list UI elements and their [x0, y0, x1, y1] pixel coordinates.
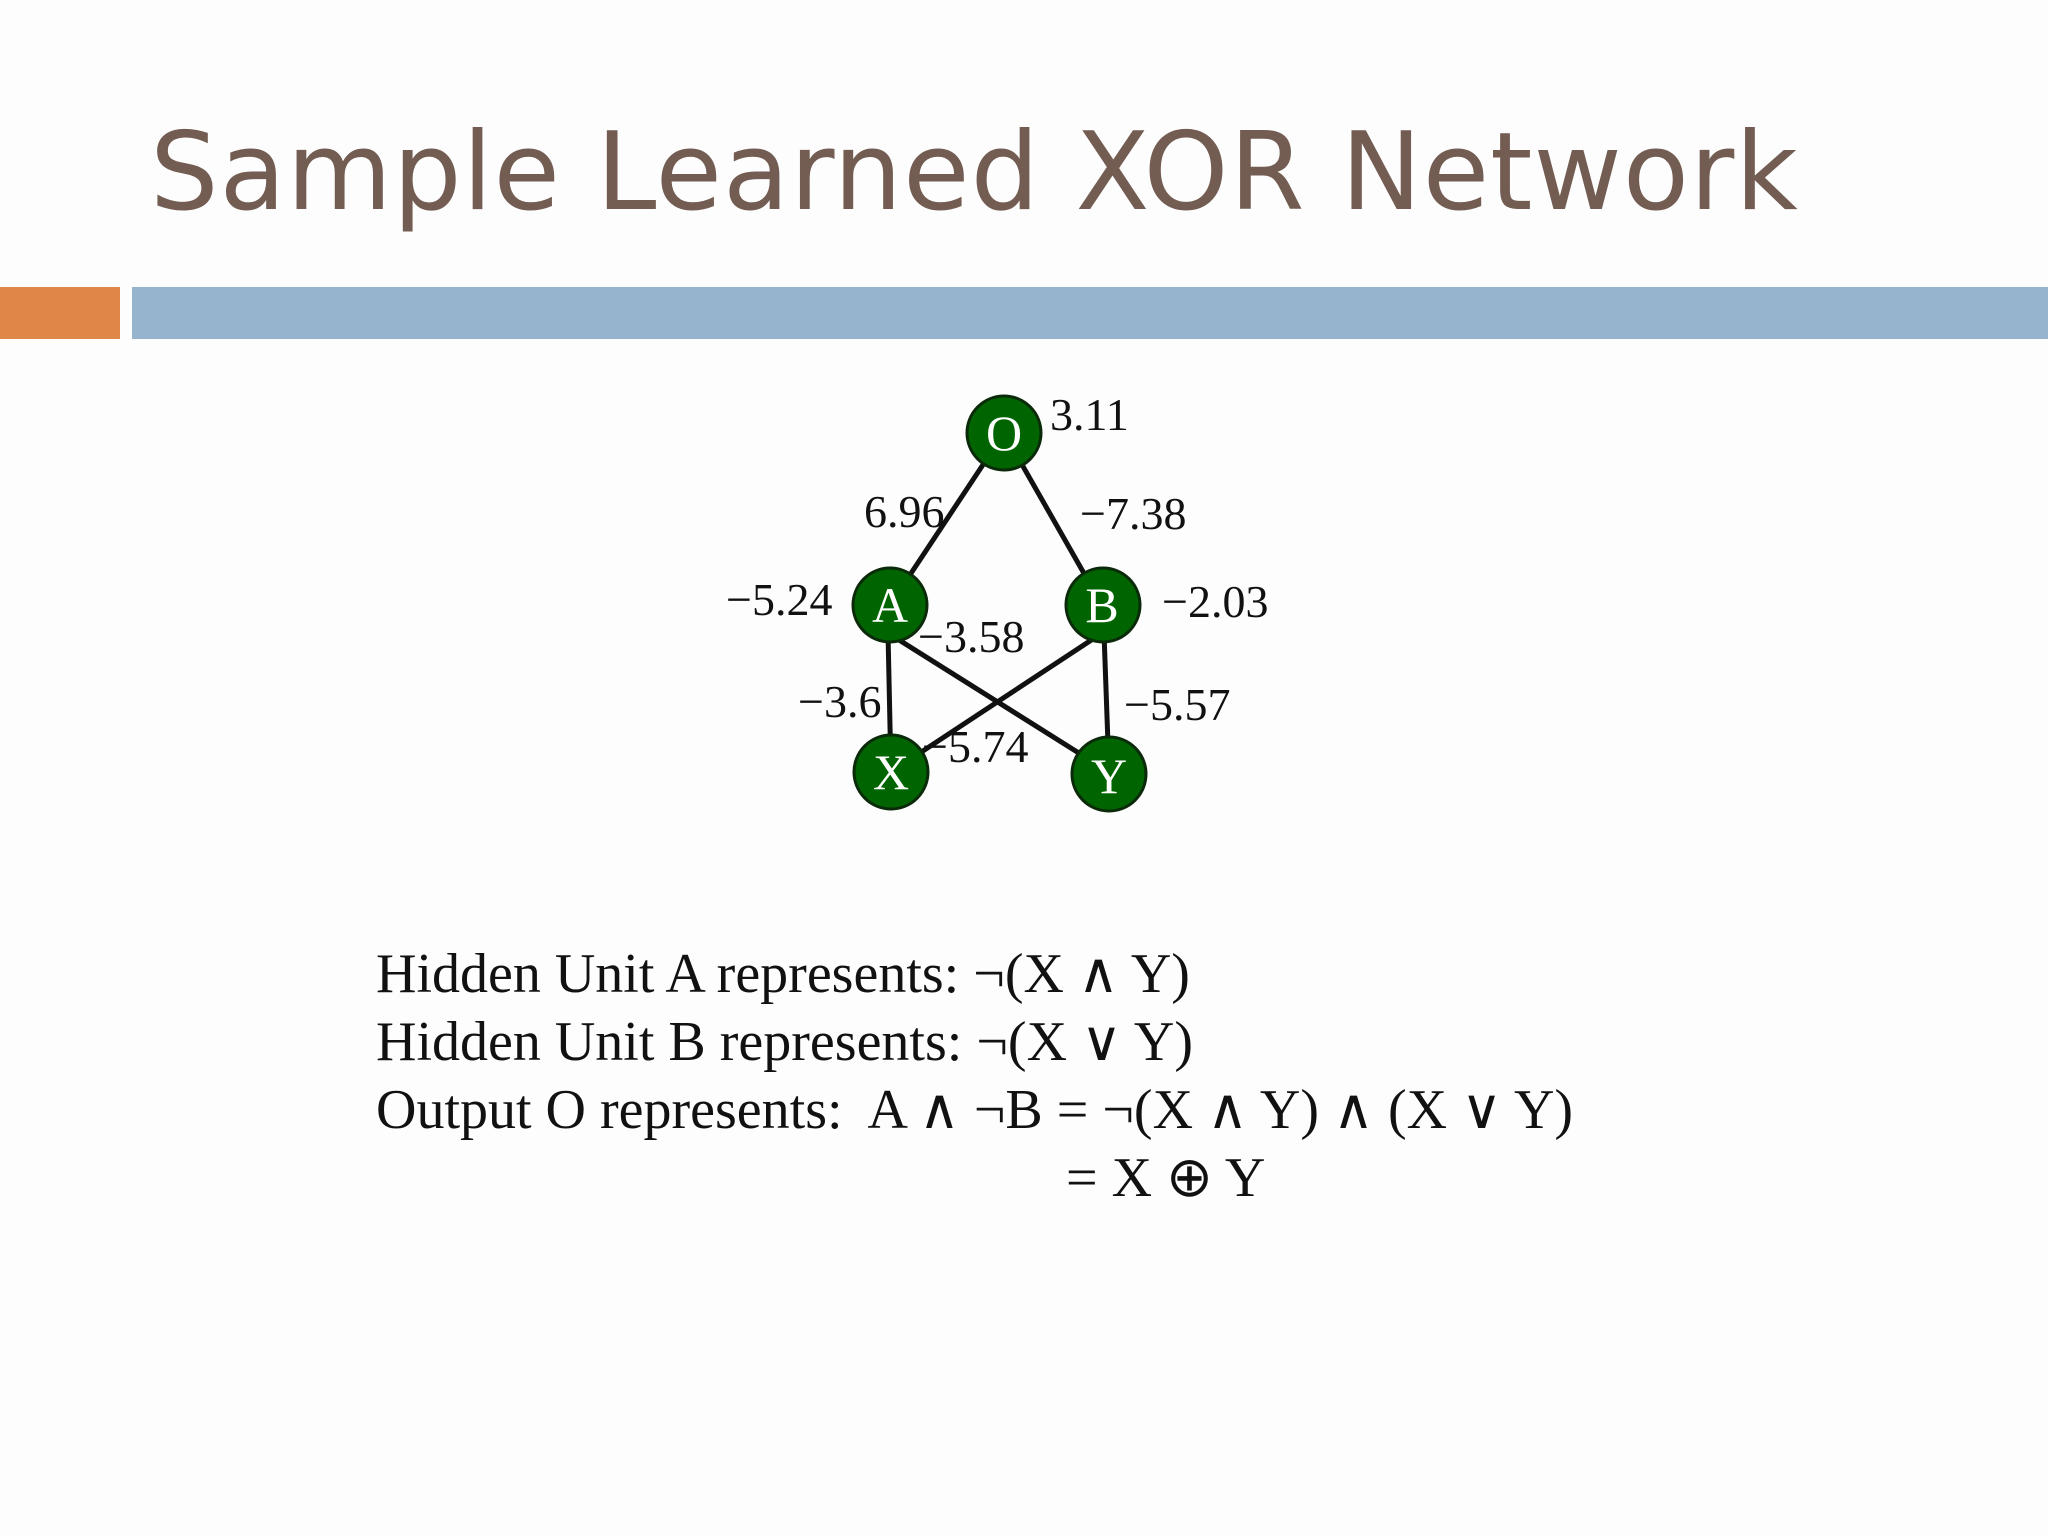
node-y-label: Y — [1091, 748, 1127, 804]
network-nodes: O A B X Y — [851, 394, 1148, 813]
edge-b-x — [889, 630, 1104, 775]
weight-label-b-y: −5.57 — [1124, 679, 1230, 730]
bias-label-b: −2.03 — [1162, 576, 1268, 627]
hidden-unit-b-statement: Hidden Unit B represents: ¬(X ∨ Y) — [376, 1011, 1194, 1073]
node-x — [852, 733, 930, 811]
node-o-label: O — [986, 405, 1022, 461]
output-xor-result: = X ⊕ Y — [1066, 1147, 1266, 1209]
node-x-label: X — [873, 744, 909, 800]
slide-title: Sample Learned XOR Network — [150, 110, 1799, 235]
title-accent-bar-blue — [132, 287, 2048, 339]
weight-label-b-o: −7.38 — [1080, 488, 1186, 539]
title-accent-bar-orange — [0, 287, 120, 339]
node-o — [965, 394, 1043, 472]
bias-labels: 3.11 −5.24 −2.03 — [726, 389, 1268, 627]
weight-label-b-x: −5.74 — [922, 721, 1028, 772]
node-a — [851, 566, 929, 644]
weight-label-a-x: −3.6 — [798, 676, 881, 727]
explanation-text: Hidden Unit A represents: ¬(X ∧ Y) Hidde… — [376, 940, 1573, 1212]
weight-label-a-y: −3.58 — [918, 611, 1024, 662]
weight-labels: 6.96 −7.38 −3.58 −3.6 −5.57 −5.74 — [798, 486, 1230, 772]
node-y — [1070, 735, 1148, 813]
bias-label-a: −5.24 — [726, 574, 832, 625]
node-b — [1064, 566, 1142, 644]
hidden-unit-a-statement: Hidden Unit A represents: ¬(X ∧ Y) — [376, 943, 1190, 1005]
node-a-label: A — [872, 577, 908, 633]
node-b-label: B — [1085, 577, 1118, 633]
weight-label-a-o: 6.96 — [864, 486, 945, 537]
bias-label-o: 3.11 — [1050, 389, 1129, 440]
output-statement: Output O represents: A ∧ ¬B = ¬(X ∧ Y) ∧… — [376, 1079, 1574, 1141]
